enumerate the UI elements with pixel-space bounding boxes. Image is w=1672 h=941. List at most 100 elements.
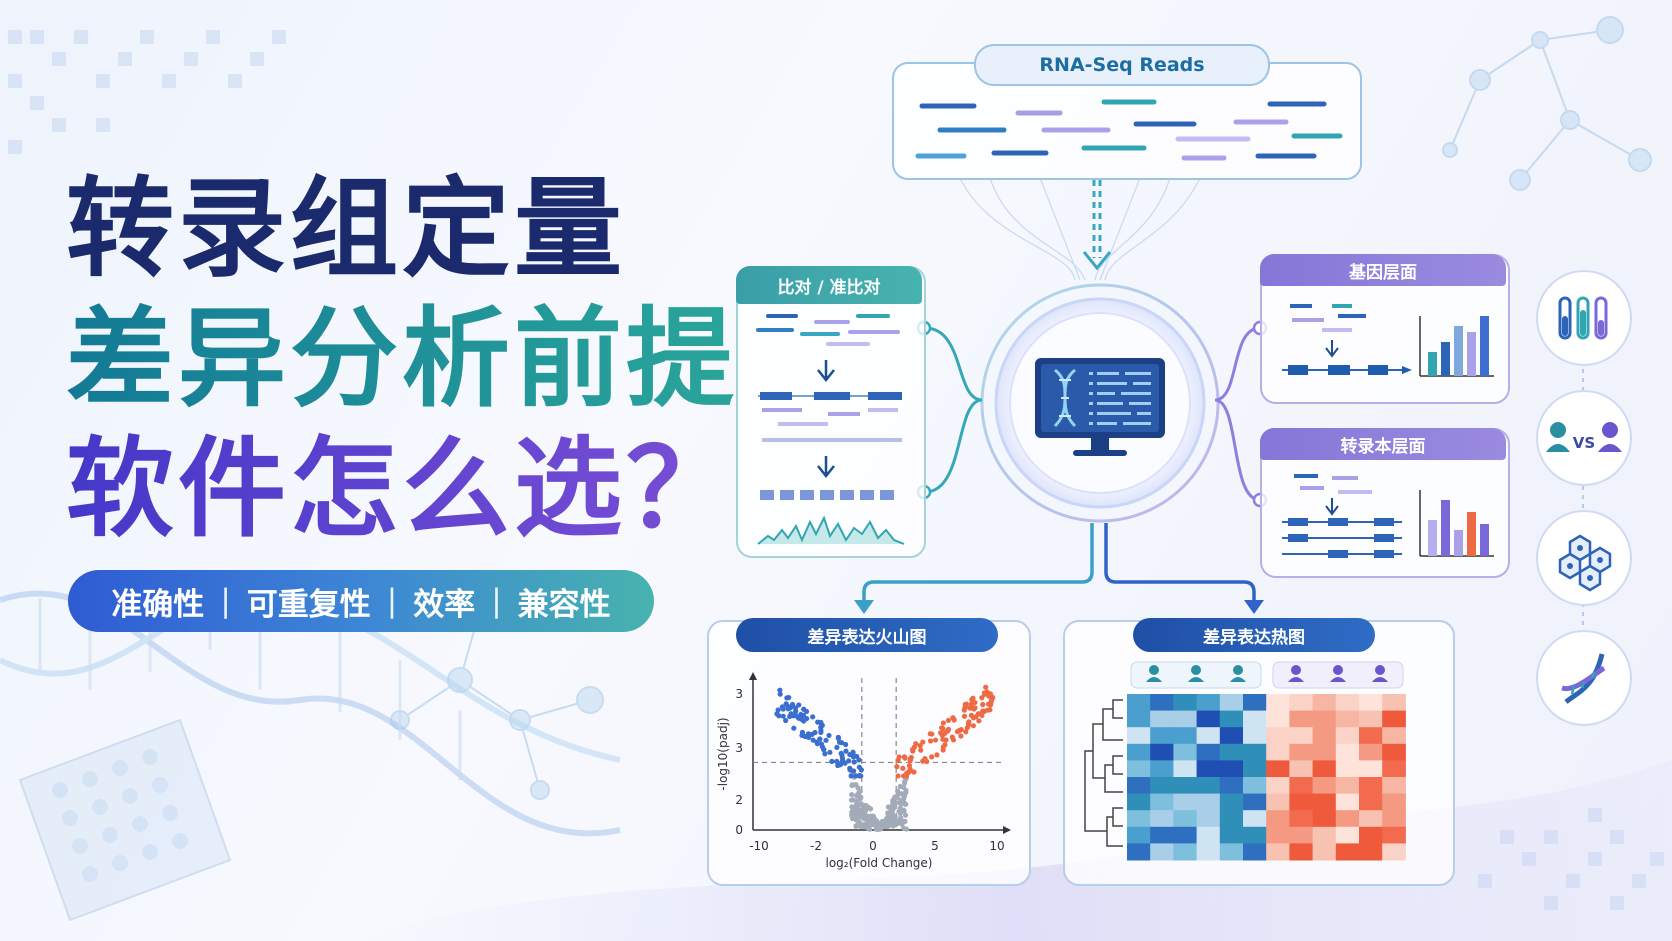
xtick-label: 0: [869, 839, 877, 853]
ns-point: [866, 804, 872, 811]
heatmap-cell: [1173, 777, 1198, 795]
ns-point: [901, 825, 907, 831]
heatmap-cell: [1289, 793, 1314, 811]
ns-point: [854, 792, 860, 798]
group-a-person-icons: [1146, 665, 1246, 682]
up-point: [961, 707, 967, 713]
keyword-reproducibility: 可重复性: [246, 586, 371, 623]
ns-point: [892, 822, 899, 828]
up-point: [901, 754, 907, 760]
heatmap-cell: [1266, 810, 1290, 828]
up-point: [949, 734, 955, 740]
heatmap-cell: [1150, 710, 1174, 728]
heatmap-cell: [1173, 826, 1198, 844]
down-point: [812, 729, 818, 736]
heatmap-cell: [1266, 727, 1290, 745]
heatmap-cell: [1312, 727, 1337, 745]
y-axis-arrow: [749, 672, 757, 680]
heatmap-cell: [1196, 743, 1221, 761]
up-point: [942, 730, 948, 736]
ns-point: [848, 797, 855, 803]
heatmap-cell: [1289, 826, 1314, 844]
up-point: [985, 701, 992, 707]
heatmap-cell: [1266, 760, 1290, 778]
heatmap-cell: [1150, 843, 1174, 861]
heatmap-cell: [1289, 727, 1314, 745]
heatmap-cell: [1219, 843, 1244, 861]
ytick-label: 3: [735, 687, 743, 701]
heatmap-cell: [1382, 760, 1406, 778]
up-point: [983, 684, 989, 690]
heatmap-cell: [1382, 727, 1406, 745]
heatmap-cell: [1266, 843, 1290, 861]
down-point: [834, 744, 840, 751]
ns-point: [852, 806, 858, 812]
down-point: [815, 719, 821, 725]
up-point: [900, 765, 906, 771]
xtick-label: 10: [989, 839, 1004, 853]
heatmap-cell: [1173, 810, 1198, 828]
heatmap-cell: [1219, 727, 1244, 745]
up-point: [906, 762, 913, 769]
up-point: [961, 713, 968, 719]
down-point: [799, 732, 805, 738]
heatmap-cell: [1173, 743, 1198, 761]
volcano-plot: -10 -2 0 5 10 0 2 3 3 log₂(Fold Change) …: [716, 672, 1011, 870]
rna-seq-reads-header: RNA-Seq Reads: [974, 44, 1270, 86]
gene-level-illustration: [1282, 304, 1494, 377]
y-axis-label: -log10(padj): [716, 717, 730, 790]
heatmap-cell: [1243, 826, 1267, 844]
heatmap-cell: [1243, 760, 1267, 778]
heatmap-cell: [1173, 843, 1198, 861]
heatmap-cell: [1127, 727, 1151, 745]
down-point: [847, 767, 853, 773]
down-point: [843, 748, 849, 754]
heatmap-cell: [1150, 793, 1174, 811]
heatmap-cell: [1359, 810, 1383, 828]
down-point: [777, 687, 783, 693]
heatmap-cell: [1150, 727, 1174, 745]
vs-label: VS: [1573, 434, 1595, 452]
heatmap-cell: [1289, 710, 1314, 728]
xtick-label: 5: [931, 839, 939, 853]
threshold-lines: [753, 678, 1005, 830]
ns-point: [876, 822, 883, 829]
heatmap-cell: [1127, 777, 1151, 795]
heatmap-cell: [1127, 710, 1151, 728]
heatmap-cell: [1289, 760, 1314, 778]
heatmap-cell: [1312, 810, 1337, 828]
heatmap-cell: [1335, 826, 1360, 844]
up-point: [895, 757, 901, 763]
separator: |: [220, 583, 231, 619]
heatmap-cell: [1173, 760, 1198, 778]
up-point: [969, 696, 975, 703]
ytick-label: 3: [735, 741, 743, 755]
connector-hub-to-heatmap: [1104, 523, 1256, 605]
volcano-axes: [752, 678, 1005, 831]
heatmap-cell: [1312, 843, 1337, 861]
up-point: [970, 723, 977, 729]
up-point: [934, 752, 940, 758]
x-axis-label: log₂(Fold Change): [826, 856, 933, 870]
down-point: [846, 758, 852, 764]
heatmap-cell: [1359, 793, 1383, 811]
up-point: [924, 758, 930, 765]
heatmap-cell: [1196, 826, 1221, 844]
reads-illustration: [915, 99, 1343, 161]
down-point: [801, 718, 807, 724]
heatmap-cell: [1219, 826, 1244, 844]
keyword-accuracy: 准确性: [111, 586, 205, 623]
heatmap-cell: [1359, 743, 1383, 761]
heatmap-cell: [1312, 777, 1337, 795]
xtick-label: -10: [749, 839, 769, 853]
ns-point: [900, 791, 906, 797]
heatmap-cell: [1243, 727, 1267, 745]
ns-point: [870, 813, 876, 819]
ns-point: [880, 819, 886, 825]
heatmap-cell: [1359, 760, 1383, 778]
heatmap-cell: [1335, 777, 1360, 795]
heatmap-cell: [1150, 694, 1174, 712]
up-point: [940, 720, 946, 726]
down-point: [843, 741, 849, 748]
